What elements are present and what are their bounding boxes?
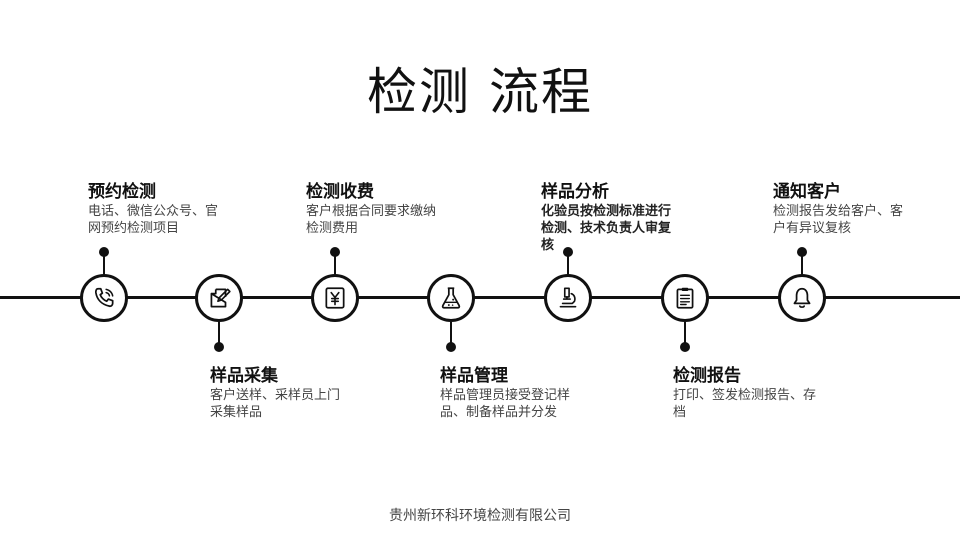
step-3-stem	[334, 252, 336, 276]
step-5-title: 样品分析	[541, 182, 609, 202]
bell-icon	[793, 287, 811, 308]
step-4-title: 样品管理	[440, 366, 508, 386]
step-4-dot	[446, 342, 456, 352]
step-6-dot	[680, 342, 690, 352]
step-5-node	[544, 274, 592, 322]
step-3-node	[311, 274, 359, 322]
clipboard-icon	[676, 287, 694, 309]
edit-icon	[210, 288, 231, 308]
step-7-desc: 检测报告发给客户、客户有异议复核	[773, 204, 904, 236]
step-1-title: 预约检测	[88, 182, 156, 202]
step-1-desc: 电话、微信公众号、官网预约检测项目	[88, 204, 219, 236]
step-4-stem	[450, 322, 452, 344]
step-4-desc: 样品管理员接受登记样品、制备样品并分发	[440, 388, 571, 420]
timeline-line	[0, 296, 960, 299]
flask-icon	[441, 287, 461, 309]
phone-icon	[94, 287, 114, 308]
step-7-stem	[801, 252, 803, 276]
step-6-node	[661, 274, 709, 322]
step-3-desc: 客户根据合同要求缴纳检测费用	[306, 204, 437, 236]
step-7-node	[778, 274, 826, 322]
step-5-stem	[567, 252, 569, 276]
step-2-title: 样品采集	[210, 366, 278, 386]
microscope-icon	[559, 287, 577, 308]
yen-icon	[325, 287, 345, 309]
step-1-node	[80, 274, 128, 322]
step-2-stem	[218, 322, 220, 344]
step-6-stem	[684, 322, 686, 344]
step-5-desc: 化验员按检测标准进行检测、技术负责人审复核	[541, 204, 672, 253]
company-footer: 贵州新环科环境检测有限公司	[389, 508, 571, 524]
step-6-desc: 打印、签发检测报告、存档	[673, 388, 817, 420]
step-3-title: 检测收费	[306, 182, 374, 202]
step-2-desc: 客户送样、采样员上门采集样品	[210, 388, 341, 420]
step-7-title: 通知客户	[773, 182, 841, 202]
step-6-title: 检测报告	[673, 366, 741, 386]
page-title: 检测 流程	[367, 63, 593, 121]
step-2-node	[195, 274, 243, 322]
step-1-stem	[103, 252, 105, 276]
step-4-node	[427, 274, 475, 322]
step-2-dot	[214, 342, 224, 352]
